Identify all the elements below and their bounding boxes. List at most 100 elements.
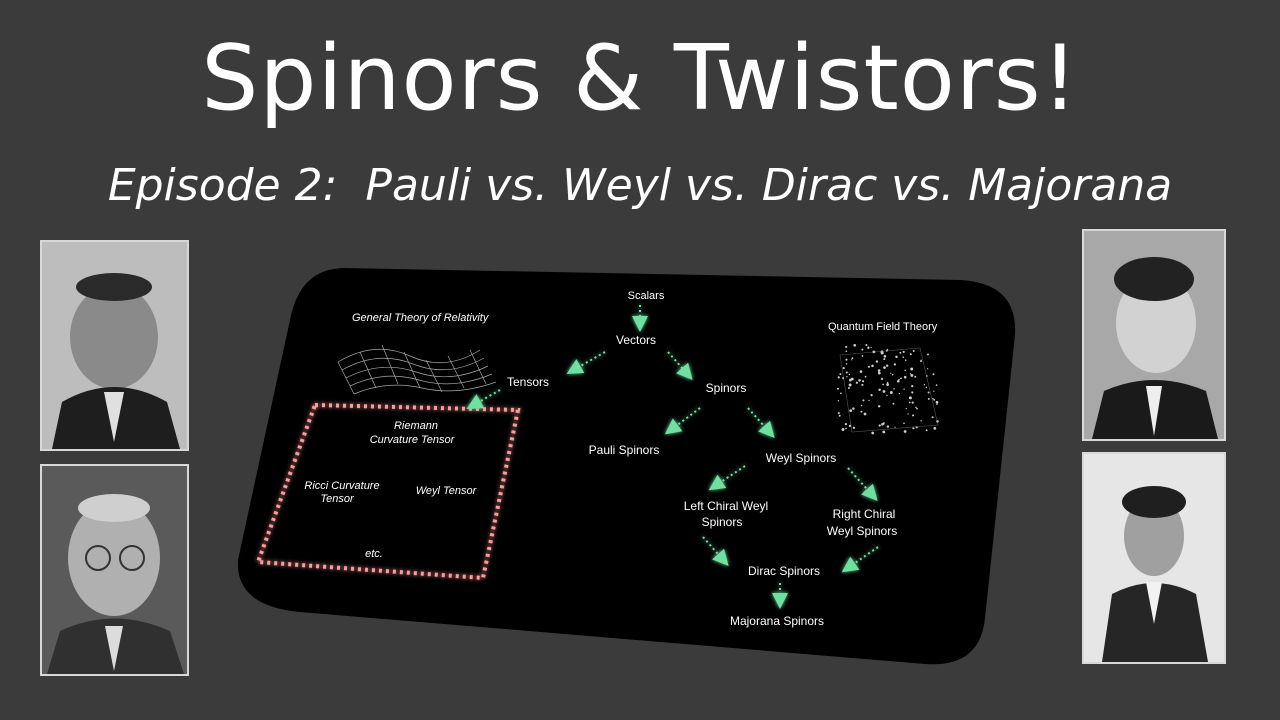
particle-dot [860, 410, 863, 413]
particle-dot [910, 373, 914, 377]
particle-dot [900, 377, 902, 380]
particle-dot [933, 390, 935, 392]
particle-dot [925, 429, 928, 432]
particle-dot [846, 376, 848, 378]
particle-dot [863, 412, 867, 416]
node-scalars: Scalars [628, 290, 665, 302]
particle-dot [840, 392, 842, 395]
weyl-tensor-label: Weyl Tensor [416, 485, 478, 497]
particle-dot [845, 345, 848, 348]
particle-dot [882, 383, 884, 386]
particle-dot [911, 391, 914, 394]
particle-dot [864, 375, 867, 378]
arrow-spinors-pauli [664, 407, 701, 435]
particle-dot [895, 355, 898, 359]
particle-dot [932, 373, 935, 376]
particle-dot [894, 426, 896, 428]
particle-dot [886, 364, 889, 367]
particle-dot [908, 401, 911, 404]
particle-dot [870, 393, 873, 397]
particle-dot [880, 377, 884, 380]
quantum-field-particles-icon [836, 343, 939, 435]
particle-dot [848, 373, 850, 376]
particle-dot [878, 388, 881, 392]
particle-dot [915, 406, 917, 409]
particle-dot [911, 401, 914, 404]
particle-dot [920, 360, 922, 363]
particle-dot [880, 350, 884, 354]
particle-dot [886, 383, 889, 386]
spacetime-mesh-icon [337, 344, 497, 395]
portrait-top-right [1082, 229, 1226, 441]
particle-dot [871, 364, 874, 368]
particle-dot [877, 369, 881, 372]
arrow-spinors-weyl [747, 407, 775, 438]
node-weyl-spinors: Weyl Spinors [766, 451, 836, 465]
particle-dot [891, 373, 894, 376]
particle-dot [883, 422, 885, 424]
particle-dot [935, 400, 939, 404]
riemann-line2: Curvature Tensor [370, 434, 456, 446]
particle-dot [867, 365, 870, 368]
particle-dot [882, 390, 886, 393]
particle-dot [849, 409, 853, 412]
particle-dot [931, 416, 934, 419]
particle-dot [936, 403, 938, 406]
particle-dot [875, 360, 879, 363]
particle-dot [878, 424, 881, 427]
particle-dot [845, 363, 848, 365]
particle-dot [925, 386, 928, 389]
particle-dot [870, 346, 872, 349]
particle-dot [916, 407, 918, 410]
particle-dot [848, 383, 852, 387]
particle-dot [838, 414, 841, 417]
particle-dot [837, 376, 840, 379]
particle-dot [845, 350, 848, 352]
particle-dot [859, 370, 863, 373]
particle-dot [861, 383, 864, 386]
particle-dot [886, 425, 890, 428]
etc-label: etc. [365, 548, 383, 560]
particle-dot [889, 391, 893, 394]
particle-dot [933, 427, 937, 430]
node-right-chiral-line2: Weyl Spinors [827, 524, 897, 538]
particle-dot [903, 388, 905, 390]
node-vectors: Vectors [616, 333, 656, 347]
particle-dot [903, 422, 905, 425]
particle-dot [883, 354, 887, 358]
particle-dot [892, 402, 895, 405]
particle-dot [845, 358, 848, 361]
particle-dot [837, 400, 840, 402]
particle-dot [852, 407, 855, 410]
particle-dot [842, 367, 845, 370]
particle-dot [860, 404, 863, 407]
particle-dot [912, 414, 915, 417]
particle-dot [902, 356, 905, 359]
particle-dot [855, 381, 859, 384]
arrow-weyl-left [708, 465, 746, 491]
particle-dot [862, 380, 865, 383]
particle-dot [905, 407, 907, 410]
arrow-weyl-right [847, 467, 878, 501]
page-subtitle: Episode 2: Pauli vs. Weyl vs. Dirac vs. … [107, 160, 1173, 211]
particle-dot [890, 372, 892, 374]
portrait-top-left [40, 240, 189, 451]
particle-dot [898, 378, 900, 381]
particle-dot [903, 375, 907, 379]
particle-dot [867, 346, 870, 349]
particle-dot [904, 359, 907, 361]
page-title: Spinors & Twistors! [201, 26, 1079, 131]
particle-dot [911, 385, 914, 388]
particle-dot [878, 405, 881, 408]
particle-dot [926, 368, 929, 370]
node-spinors: Spinors [706, 381, 747, 395]
particle-dot [912, 427, 915, 430]
node-dirac-spinors: Dirac Spinors [748, 564, 820, 578]
particle-dot [923, 384, 926, 386]
particle-dot [927, 397, 930, 400]
particle-dot [845, 371, 848, 374]
qft-label: Quantum Field Theory [828, 321, 938, 333]
particle-dot [883, 358, 886, 361]
riemann-line1: Riemann [394, 420, 438, 432]
node-left-chiral-line1: Left Chiral Weyl [684, 499, 768, 513]
